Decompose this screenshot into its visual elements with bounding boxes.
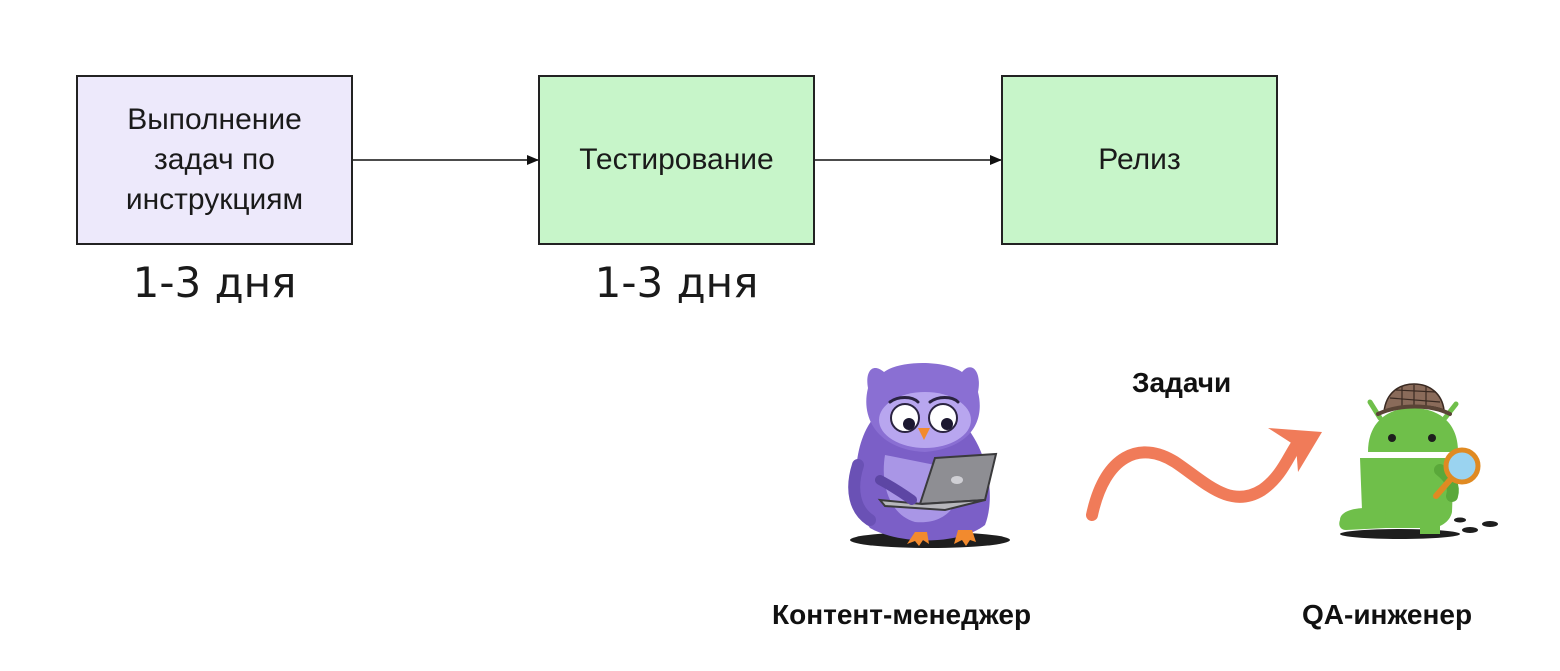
- step-task-execution-box: Выполнение задач по инструкциям: [76, 75, 353, 245]
- duration-testing: 1-3 дня: [594, 258, 759, 307]
- qa-engineer-label: QA-инженер: [1302, 599, 1473, 630]
- step-testing-box: Тестирование: [538, 75, 815, 245]
- handoff-arrow-label: Задачи: [1132, 367, 1232, 398]
- owl-with-laptop-icon: [848, 363, 1010, 548]
- android-detective-icon: [1339, 383, 1498, 539]
- step-release-box: Релиз: [1001, 75, 1278, 245]
- tasks-handoff-arrow: [1086, 428, 1322, 521]
- step-task-execution-label: Выполнение задач по инструкциям: [125, 103, 304, 216]
- step-release-label: Релиз: [1098, 143, 1181, 176]
- content-manager-label: Контент-менеджер: [772, 599, 1032, 630]
- duration-task-execution: 1-3 дня: [132, 258, 297, 307]
- step-testing-label: Тестирование: [579, 143, 774, 176]
